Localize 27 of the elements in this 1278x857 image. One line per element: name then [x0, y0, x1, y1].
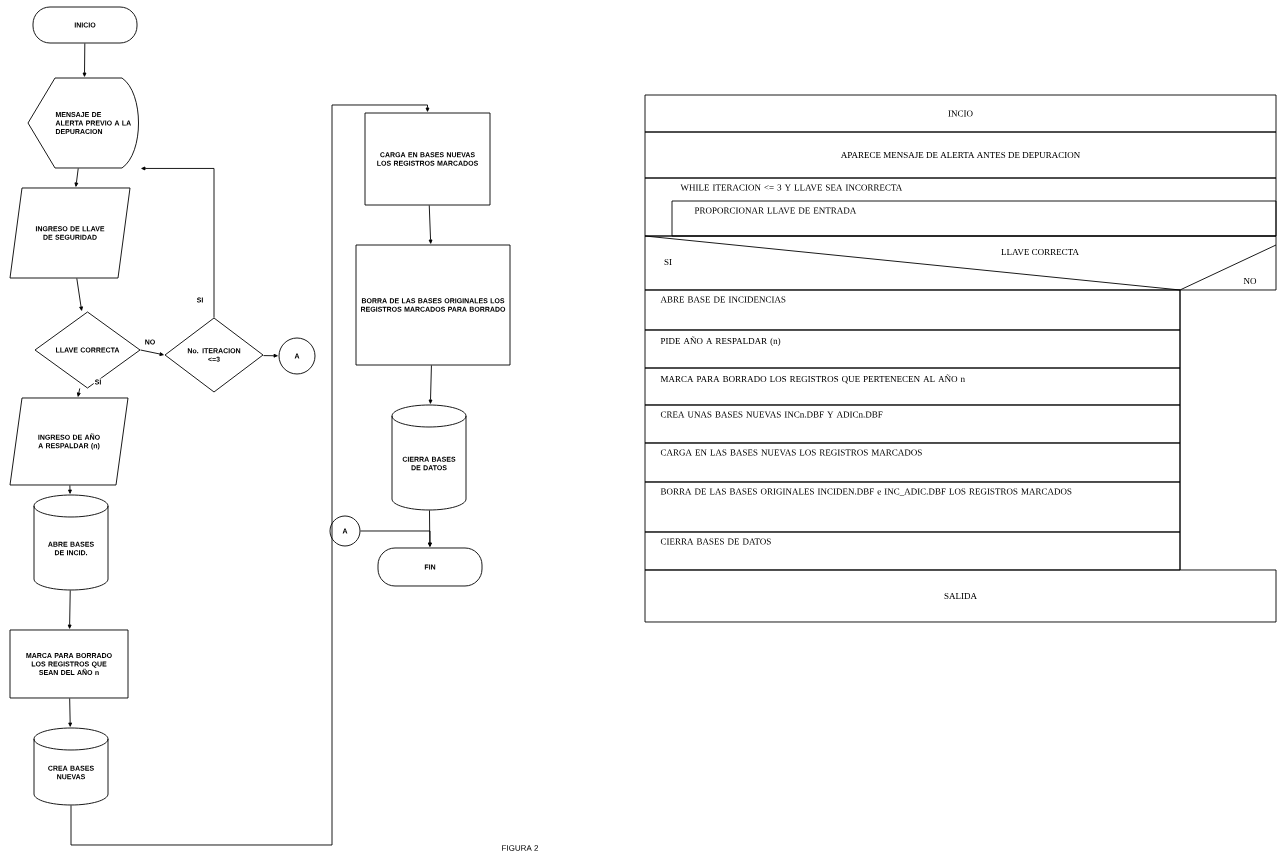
arrow — [360, 530, 432, 547]
arrow — [68, 698, 73, 727]
structogram-row: APARECE MENSAJE DE ALERTA ANTES DE DEPURACION — [644, 131, 1277, 179]
arrow — [67, 590, 72, 629]
structogram-row: CARGA EN LAS BASES NUEVAS LOS REGISTROS MARCADOS — [644, 442, 1181, 483]
arrow — [428, 205, 433, 244]
arrow — [76, 278, 83, 311]
structogram-row: CREA UNAS BASES NUEVAS INCn.DBF Y ADICn.DBF — [644, 404, 1181, 444]
arrow — [76, 388, 81, 397]
structogram-row: ABRE BASE DE INCIDENCIAS — [644, 289, 1181, 331]
structogram-row: PIDE AÑO A RESPALDAR (n) — [644, 329, 1181, 369]
arrow — [82, 43, 87, 77]
structogram-row: CIERRA BASES DE DATOS — [644, 531, 1181, 571]
caption: FIGURA 2 — [502, 845, 539, 851]
arrow — [141, 166, 215, 318]
structogram-row: INCIO — [644, 94, 1277, 133]
arrow — [428, 365, 433, 404]
arrow — [68, 485, 72, 494]
structogram-row: SALIDA — [644, 569, 1277, 623]
arrow — [140, 349, 164, 356]
structogram-row: PROPORCIONAR LLAVE DE ENTRADA — [671, 200, 1277, 237]
structogram-row: BORRA DE LAS BASES ORIGINALES INCIDEN.DBF e INC_ADIC.DBF LOS REGISTROS MARCADOS — [644, 481, 1181, 533]
structogram-row: MARCA PARA BORRADO LOS REGISTROS QUE PERTENECEN AL AÑO n — [644, 367, 1181, 406]
arrow — [263, 353, 278, 358]
arrow — [70, 104, 430, 846]
condition-row: LLAVE CORRECTA SI NO — [644, 235, 1277, 291]
arrow — [74, 168, 79, 187]
